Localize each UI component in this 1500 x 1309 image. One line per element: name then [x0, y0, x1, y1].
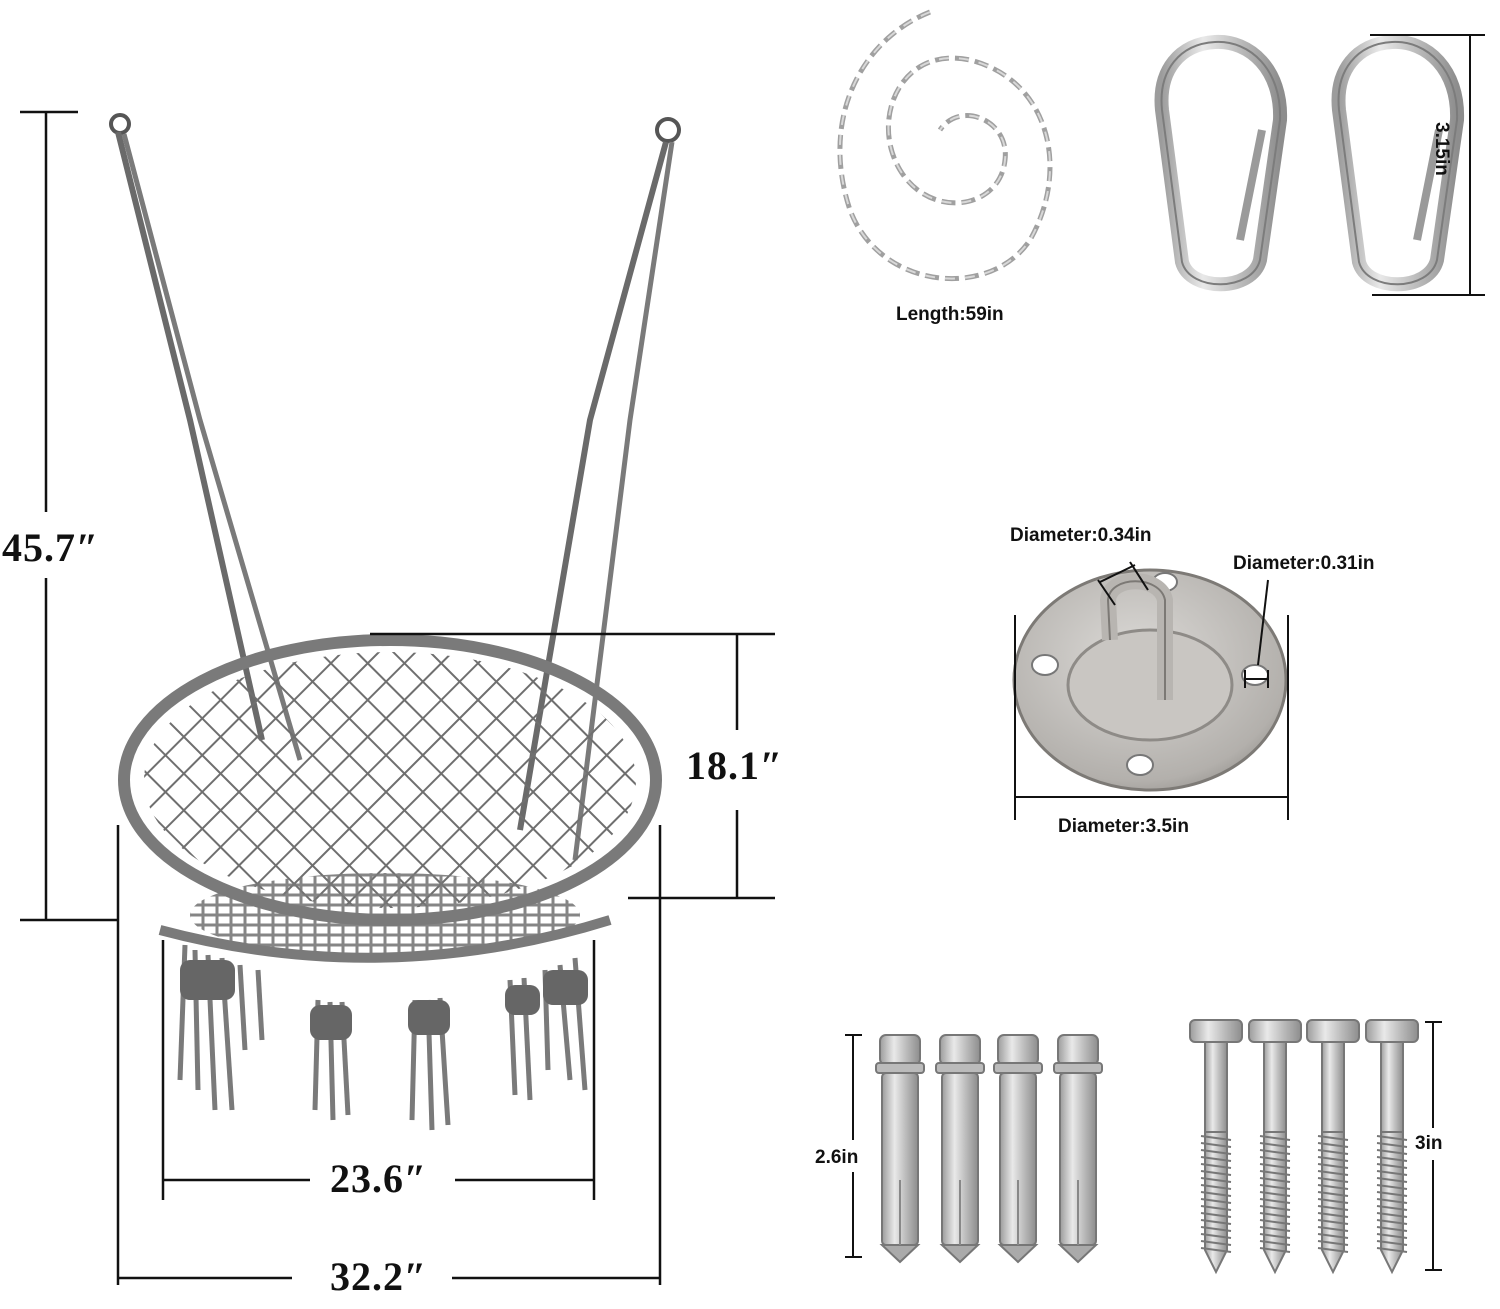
screw-dimension-line	[1425, 1021, 1442, 1271]
carabiner-length-label: 3.15in	[1431, 122, 1452, 176]
bolt-length-label: 2.6in	[815, 1147, 859, 1168]
overall-width-label: 32.2″	[330, 1254, 428, 1299]
chain-length-label: Length:59in	[896, 304, 1004, 325]
expansion-bolt	[875, 1034, 925, 1264]
hook-diameter-label: Diameter:0.34in	[1010, 525, 1152, 546]
bolt-dimension-line	[845, 1034, 862, 1258]
lag-screw	[1189, 1019, 1243, 1275]
lag-screw	[1306, 1019, 1360, 1275]
lag-screw	[1365, 1019, 1419, 1275]
expansion-bolt	[935, 1034, 985, 1264]
chair-height-label: 45.7″	[2, 525, 100, 570]
carabiner-icon	[1154, 34, 1288, 292]
hole-diameter-label: Diameter:0.31in	[1233, 553, 1375, 574]
hammock-chair-icon	[109, 113, 681, 1131]
expansion-bolt-icon	[875, 1034, 1103, 1264]
carabiner-dimension-line	[1370, 34, 1485, 296]
carabiner-icon-2	[1331, 34, 1465, 292]
plate-diameter-label: Diameter:3.5in	[1058, 816, 1189, 837]
seat-width-label: 23.6″	[330, 1156, 428, 1201]
expansion-bolt	[993, 1034, 1043, 1264]
chain-icon	[837, 9, 1053, 282]
lag-screw	[1248, 1019, 1302, 1275]
seat-back-height-label: 18.1″	[686, 743, 784, 788]
screw-length-label: 3in	[1415, 1133, 1443, 1154]
lag-screw-icon	[1189, 1019, 1419, 1275]
ceiling-hook-plate-icon	[1012, 568, 1288, 792]
chair-dimension-lines	[20, 110, 775, 1285]
plate-dimension-lines	[1014, 561, 1289, 820]
expansion-bolt	[1053, 1034, 1103, 1264]
